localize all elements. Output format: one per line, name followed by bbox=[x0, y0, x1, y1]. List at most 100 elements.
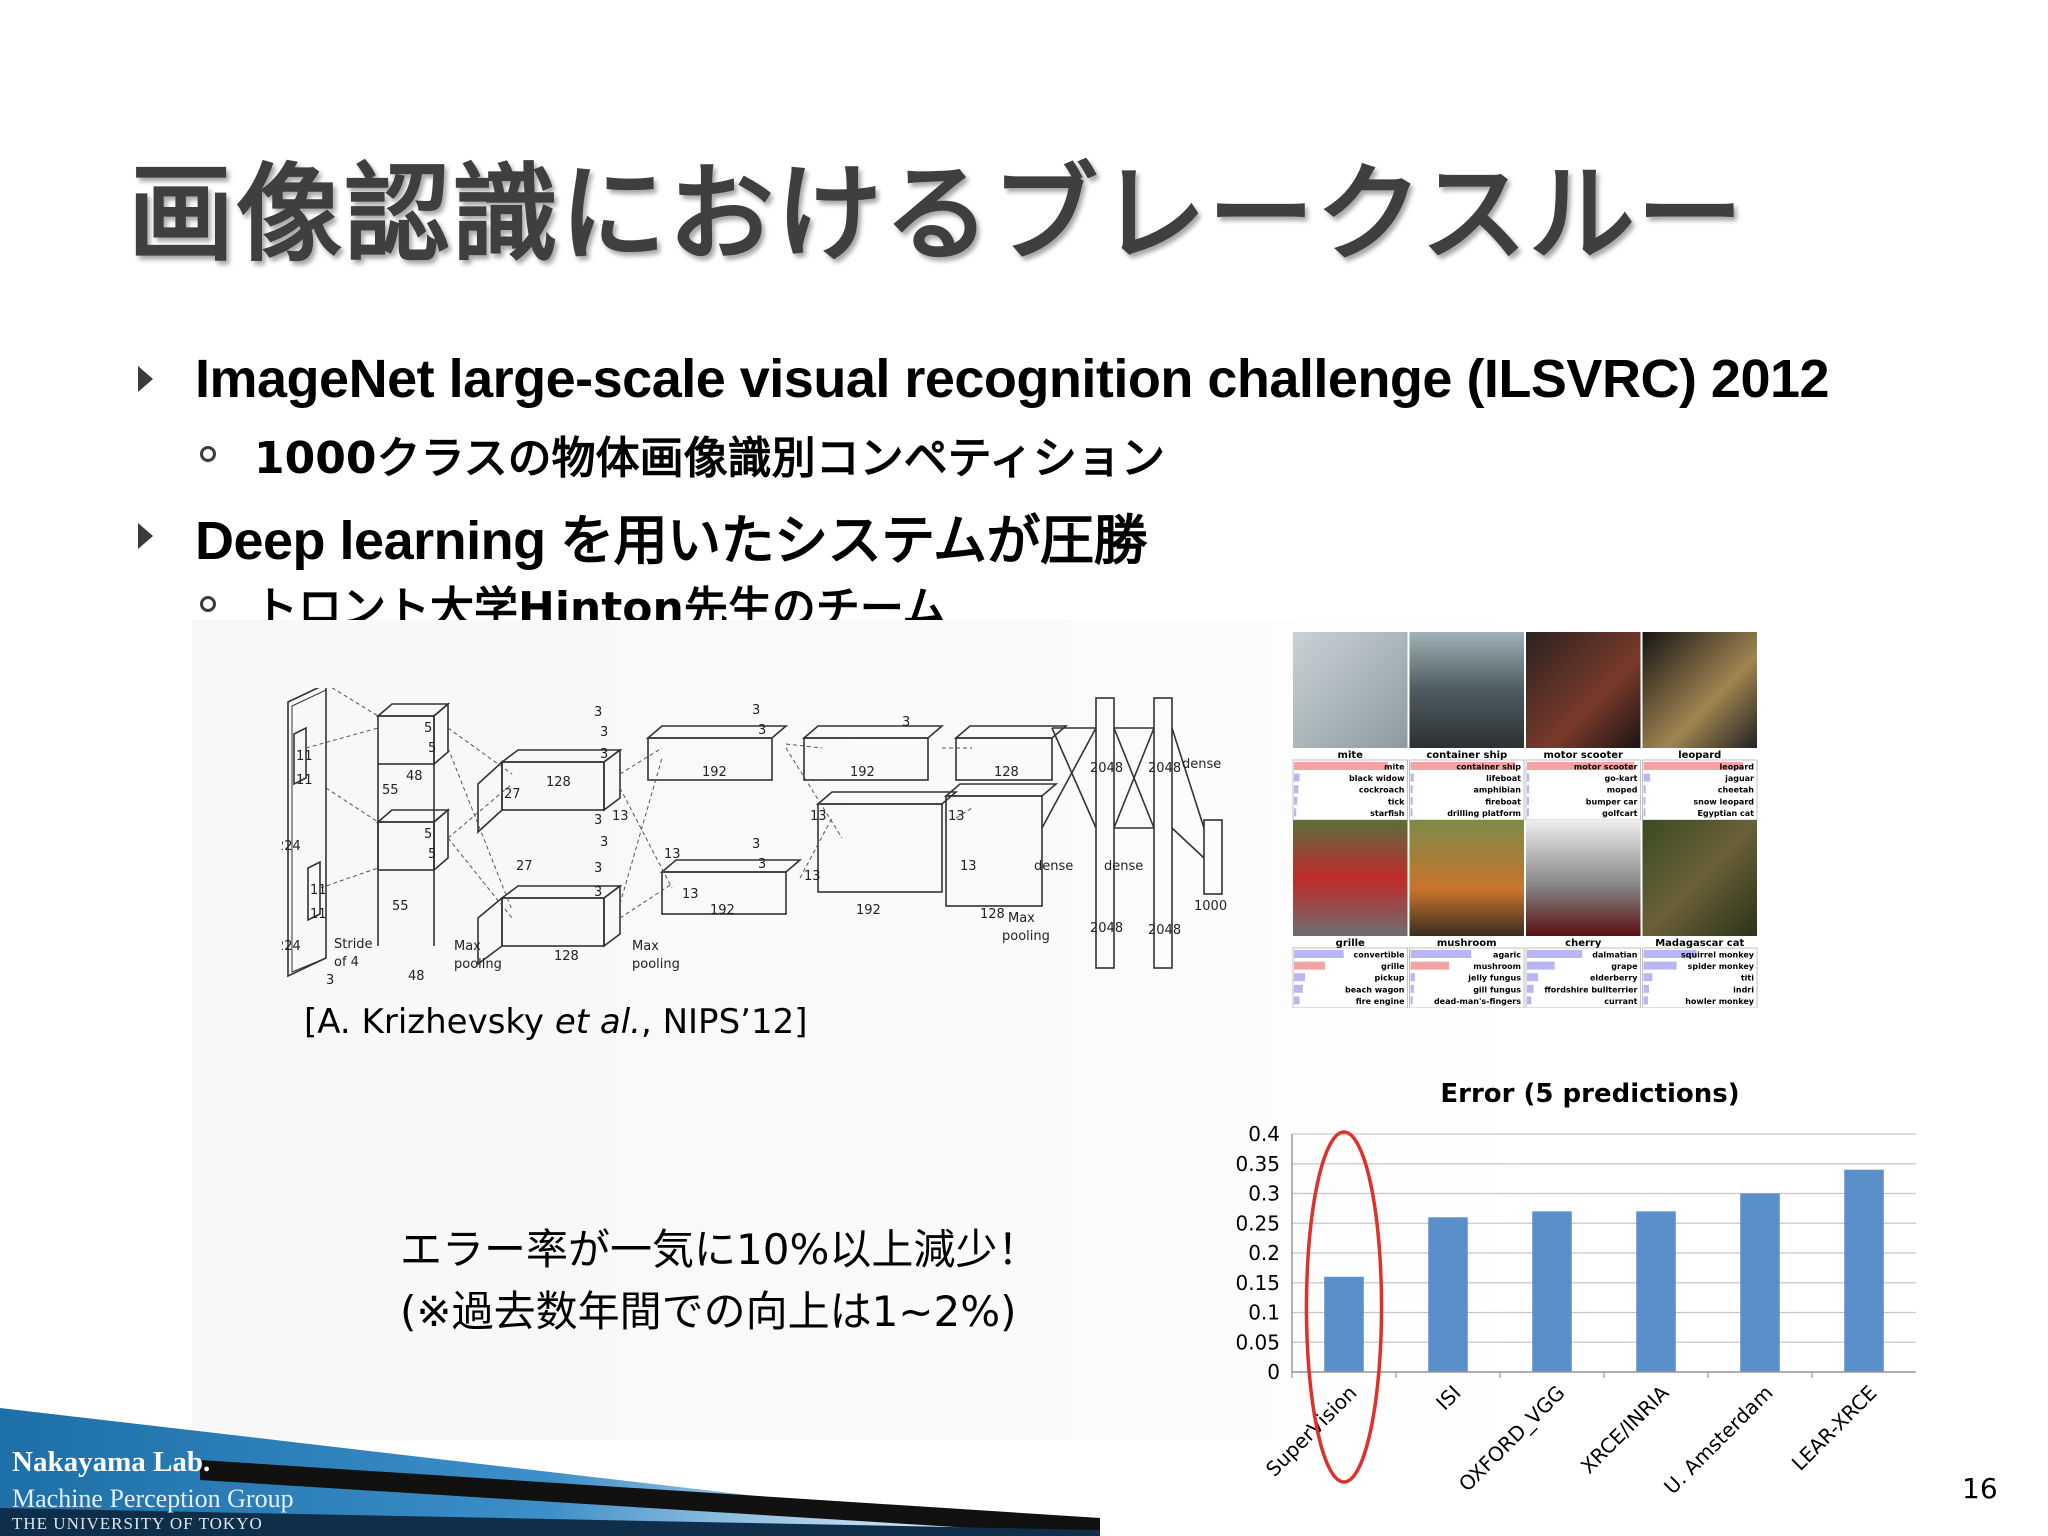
y-tick-label: 0.4 bbox=[1248, 1122, 1280, 1146]
arch-label: 55 bbox=[392, 899, 409, 914]
y-tick-label: 0.25 bbox=[1235, 1211, 1280, 1235]
prediction-label: leopard bbox=[1720, 763, 1755, 772]
citation-pre: [A. Krizhevsky bbox=[304, 1002, 555, 1042]
y-tick-label: 0.35 bbox=[1235, 1152, 1280, 1176]
arch-label: 2048 bbox=[1090, 921, 1123, 936]
arch-label: 13 bbox=[810, 809, 827, 824]
x-tick-label: XRCE/INRIA bbox=[1576, 1380, 1674, 1478]
prediction-bar bbox=[1410, 808, 1413, 817]
arch-label: 128 bbox=[980, 907, 1005, 922]
arch-label: 3 bbox=[594, 885, 602, 900]
example-label: leopard bbox=[1678, 750, 1721, 761]
arch-label: 5 bbox=[424, 721, 432, 736]
arch-label: 224 bbox=[282, 939, 301, 954]
prediction-label: Egyptian cat bbox=[1697, 809, 1754, 818]
prediction-label: mite bbox=[1384, 763, 1405, 772]
prediction-label: convertible bbox=[1354, 951, 1406, 960]
bar bbox=[1428, 1217, 1468, 1372]
prediction-label: snow leopard bbox=[1693, 797, 1754, 806]
prediction-label: squirrel monkey bbox=[1681, 951, 1755, 960]
arch-label: 13 bbox=[804, 869, 821, 884]
prediction-bar bbox=[1643, 996, 1648, 1005]
prediction-bar bbox=[1410, 950, 1472, 958]
figure-panel bbox=[192, 620, 1542, 1440]
prediction-label: mushroom bbox=[1473, 962, 1521, 971]
prediction-label: fireboat bbox=[1485, 797, 1521, 806]
example-image bbox=[1293, 632, 1408, 748]
circle-bullet-icon bbox=[200, 596, 216, 612]
prediction-label: drilling platform bbox=[1447, 809, 1521, 818]
prediction-label: ffordshire bullterrier bbox=[1544, 985, 1637, 994]
arch-label: of 4 bbox=[334, 955, 359, 970]
prediction-bar bbox=[1527, 973, 1539, 982]
prediction-label: grille bbox=[1381, 962, 1405, 971]
arch-label: 5 bbox=[428, 741, 436, 756]
prediction-label: cheetah bbox=[1718, 786, 1755, 795]
prediction-bar bbox=[1643, 773, 1651, 782]
prediction-bar bbox=[1527, 996, 1532, 1005]
prediction-label: golfcart bbox=[1602, 809, 1638, 818]
prediction-bar bbox=[1410, 996, 1413, 1005]
arch-label: 2048 bbox=[1090, 761, 1123, 776]
prediction-bar bbox=[1294, 762, 1388, 770]
example-image bbox=[1526, 820, 1641, 936]
prediction-bar bbox=[1410, 785, 1413, 794]
bar bbox=[1532, 1211, 1572, 1372]
arch-label: 13 bbox=[682, 887, 699, 902]
lab-name: Nakayama Lab. bbox=[12, 1446, 211, 1478]
prediction-label: amphibian bbox=[1474, 786, 1522, 795]
arch-label: 11 bbox=[310, 907, 327, 922]
example-cell: cherrydalmatiangrapeelderberryffordshire… bbox=[1525, 820, 1641, 1009]
prediction-bar bbox=[1410, 762, 1516, 770]
prediction-label: lifeboat bbox=[1486, 774, 1521, 783]
prediction-bar bbox=[1643, 762, 1743, 770]
bar bbox=[1740, 1193, 1780, 1372]
arch-label: 13 bbox=[948, 809, 965, 824]
prediction-bar bbox=[1643, 785, 1646, 794]
prediction-bar bbox=[1294, 796, 1298, 805]
circle-bullet-icon bbox=[200, 446, 216, 462]
bullet-1-text: ImageNet large-scale visual recognition … bbox=[195, 349, 1830, 409]
arch-label: 3 bbox=[752, 703, 760, 718]
prediction-bar bbox=[1294, 808, 1297, 817]
x-tick-label: U. Amsterdam bbox=[1659, 1381, 1777, 1499]
triangle-bullet-icon bbox=[138, 366, 153, 392]
lab-university: THE UNIVERSITY OF TOKYO bbox=[12, 1514, 263, 1533]
arch-label: 224 bbox=[282, 839, 301, 854]
x-tick-label: OXFORD_VGG bbox=[1454, 1381, 1570, 1497]
arch-label: pooling bbox=[1002, 929, 1050, 944]
prediction-label: grape bbox=[1611, 962, 1638, 971]
prediction-label: tick bbox=[1388, 797, 1405, 806]
arch-label: 11 bbox=[310, 883, 327, 898]
example-image bbox=[1293, 820, 1408, 936]
prediction-bar bbox=[1527, 961, 1555, 970]
prediction-bar bbox=[1410, 773, 1414, 782]
arch-label: 13 bbox=[664, 847, 681, 862]
arch-label: 128 bbox=[546, 775, 571, 790]
example-image bbox=[1409, 820, 1524, 936]
arch-label: 11 bbox=[296, 749, 313, 764]
prediction-bar bbox=[1410, 796, 1413, 805]
bullet-2-text: Deep learning を用いたシステムが圧勝 bbox=[195, 511, 1147, 571]
y-tick-label: 0.1 bbox=[1248, 1301, 1280, 1325]
bar bbox=[1636, 1211, 1676, 1372]
prediction-label: dalmatian bbox=[1592, 951, 1638, 960]
prediction-bar bbox=[1294, 984, 1303, 993]
arch-label: 11 bbox=[296, 773, 313, 788]
page-number: 16 bbox=[1962, 1472, 1998, 1505]
example-image bbox=[1409, 632, 1524, 748]
prediction-bar bbox=[1527, 984, 1534, 993]
highlight-circle bbox=[1304, 1130, 1384, 1484]
chart-title: Error (5 predictions) bbox=[1440, 1079, 1739, 1109]
arch-label: 3 bbox=[752, 837, 760, 852]
arch-label: 48 bbox=[408, 969, 425, 984]
prediction-label: jelly fungus bbox=[1467, 974, 1521, 983]
x-tick-label: LEAR-XRCE bbox=[1787, 1381, 1882, 1476]
example-image bbox=[1526, 632, 1641, 748]
prediction-bar bbox=[1294, 773, 1300, 782]
